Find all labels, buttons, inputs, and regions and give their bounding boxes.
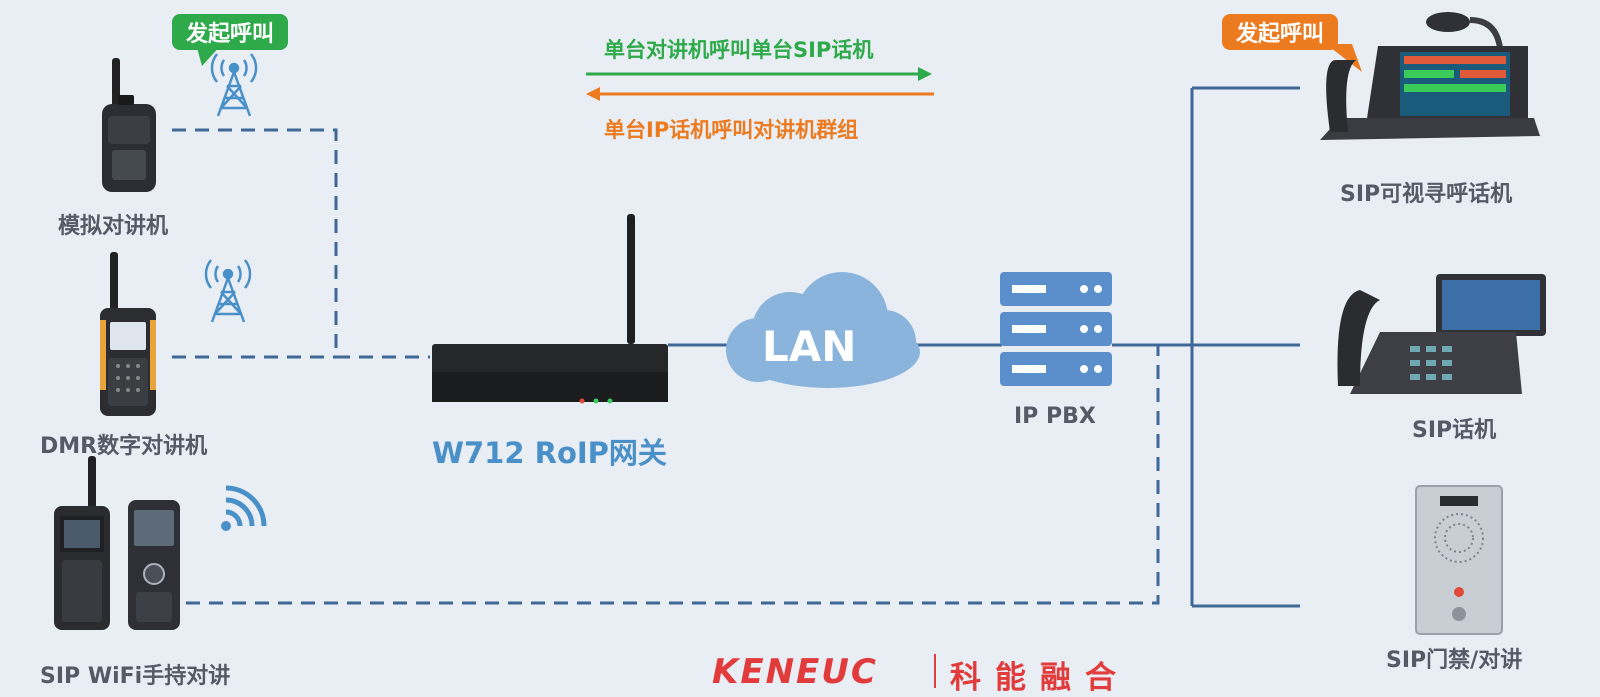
wifi-icon	[221, 485, 267, 531]
brand-divider	[934, 654, 936, 688]
radio-tower-icon	[204, 259, 252, 323]
sip-phone-device	[1337, 274, 1546, 394]
sip-phone-label: SIP话机	[1412, 418, 1497, 443]
dmr-radio-label: DMR数字对讲机	[40, 434, 208, 459]
ip-pbx-label: IP PBX	[1014, 404, 1096, 429]
sip-door-intercom-label: SIP门禁/对讲	[1386, 648, 1523, 673]
sip-wifi-handheld-label: SIP WiFi手持对讲	[40, 664, 231, 689]
sip-wifi-handheld-device	[54, 456, 180, 630]
roip-gateway-device	[432, 214, 668, 404]
lan-cloud	[726, 272, 920, 388]
gateway-label: W712 RoIP网关	[432, 436, 667, 470]
dashed-link-analog	[172, 128, 430, 359]
connection-lines	[172, 86, 1300, 608]
sip-video-paging-phone-device	[1320, 12, 1540, 140]
radio-tower-icon	[210, 53, 258, 117]
dashed-link-wifi	[186, 345, 1160, 605]
sip-door-intercom-device	[1415, 485, 1503, 635]
dmr-radio-device	[100, 252, 156, 416]
bubble-tail-right	[1326, 44, 1362, 72]
arrow-forward-label: 单台对讲机呼叫单台SIP话机	[604, 38, 874, 62]
arrow-forward-head	[918, 67, 932, 81]
arrow-back-label: 单台IP话机呼叫对讲机群组	[604, 118, 859, 142]
analog-radio-label: 模拟对讲机	[58, 214, 169, 239]
arrow-back-head	[586, 87, 600, 101]
sip-video-paging-phone-label: SIP可视寻呼话机	[1340, 182, 1513, 207]
lan-label: LAN	[762, 322, 857, 371]
brand-logo-latin: KENEUC	[712, 652, 878, 692]
brand-logo-chinese: 科能融合	[950, 660, 1130, 696]
direction-arrows	[586, 67, 934, 101]
initiate-call-bubble-right: 发起呼叫	[1222, 14, 1339, 50]
ip-pbx-server-icon	[1000, 272, 1112, 386]
analog-radio-device	[102, 58, 156, 192]
initiate-call-bubble-left: 发起呼叫	[172, 14, 289, 50]
